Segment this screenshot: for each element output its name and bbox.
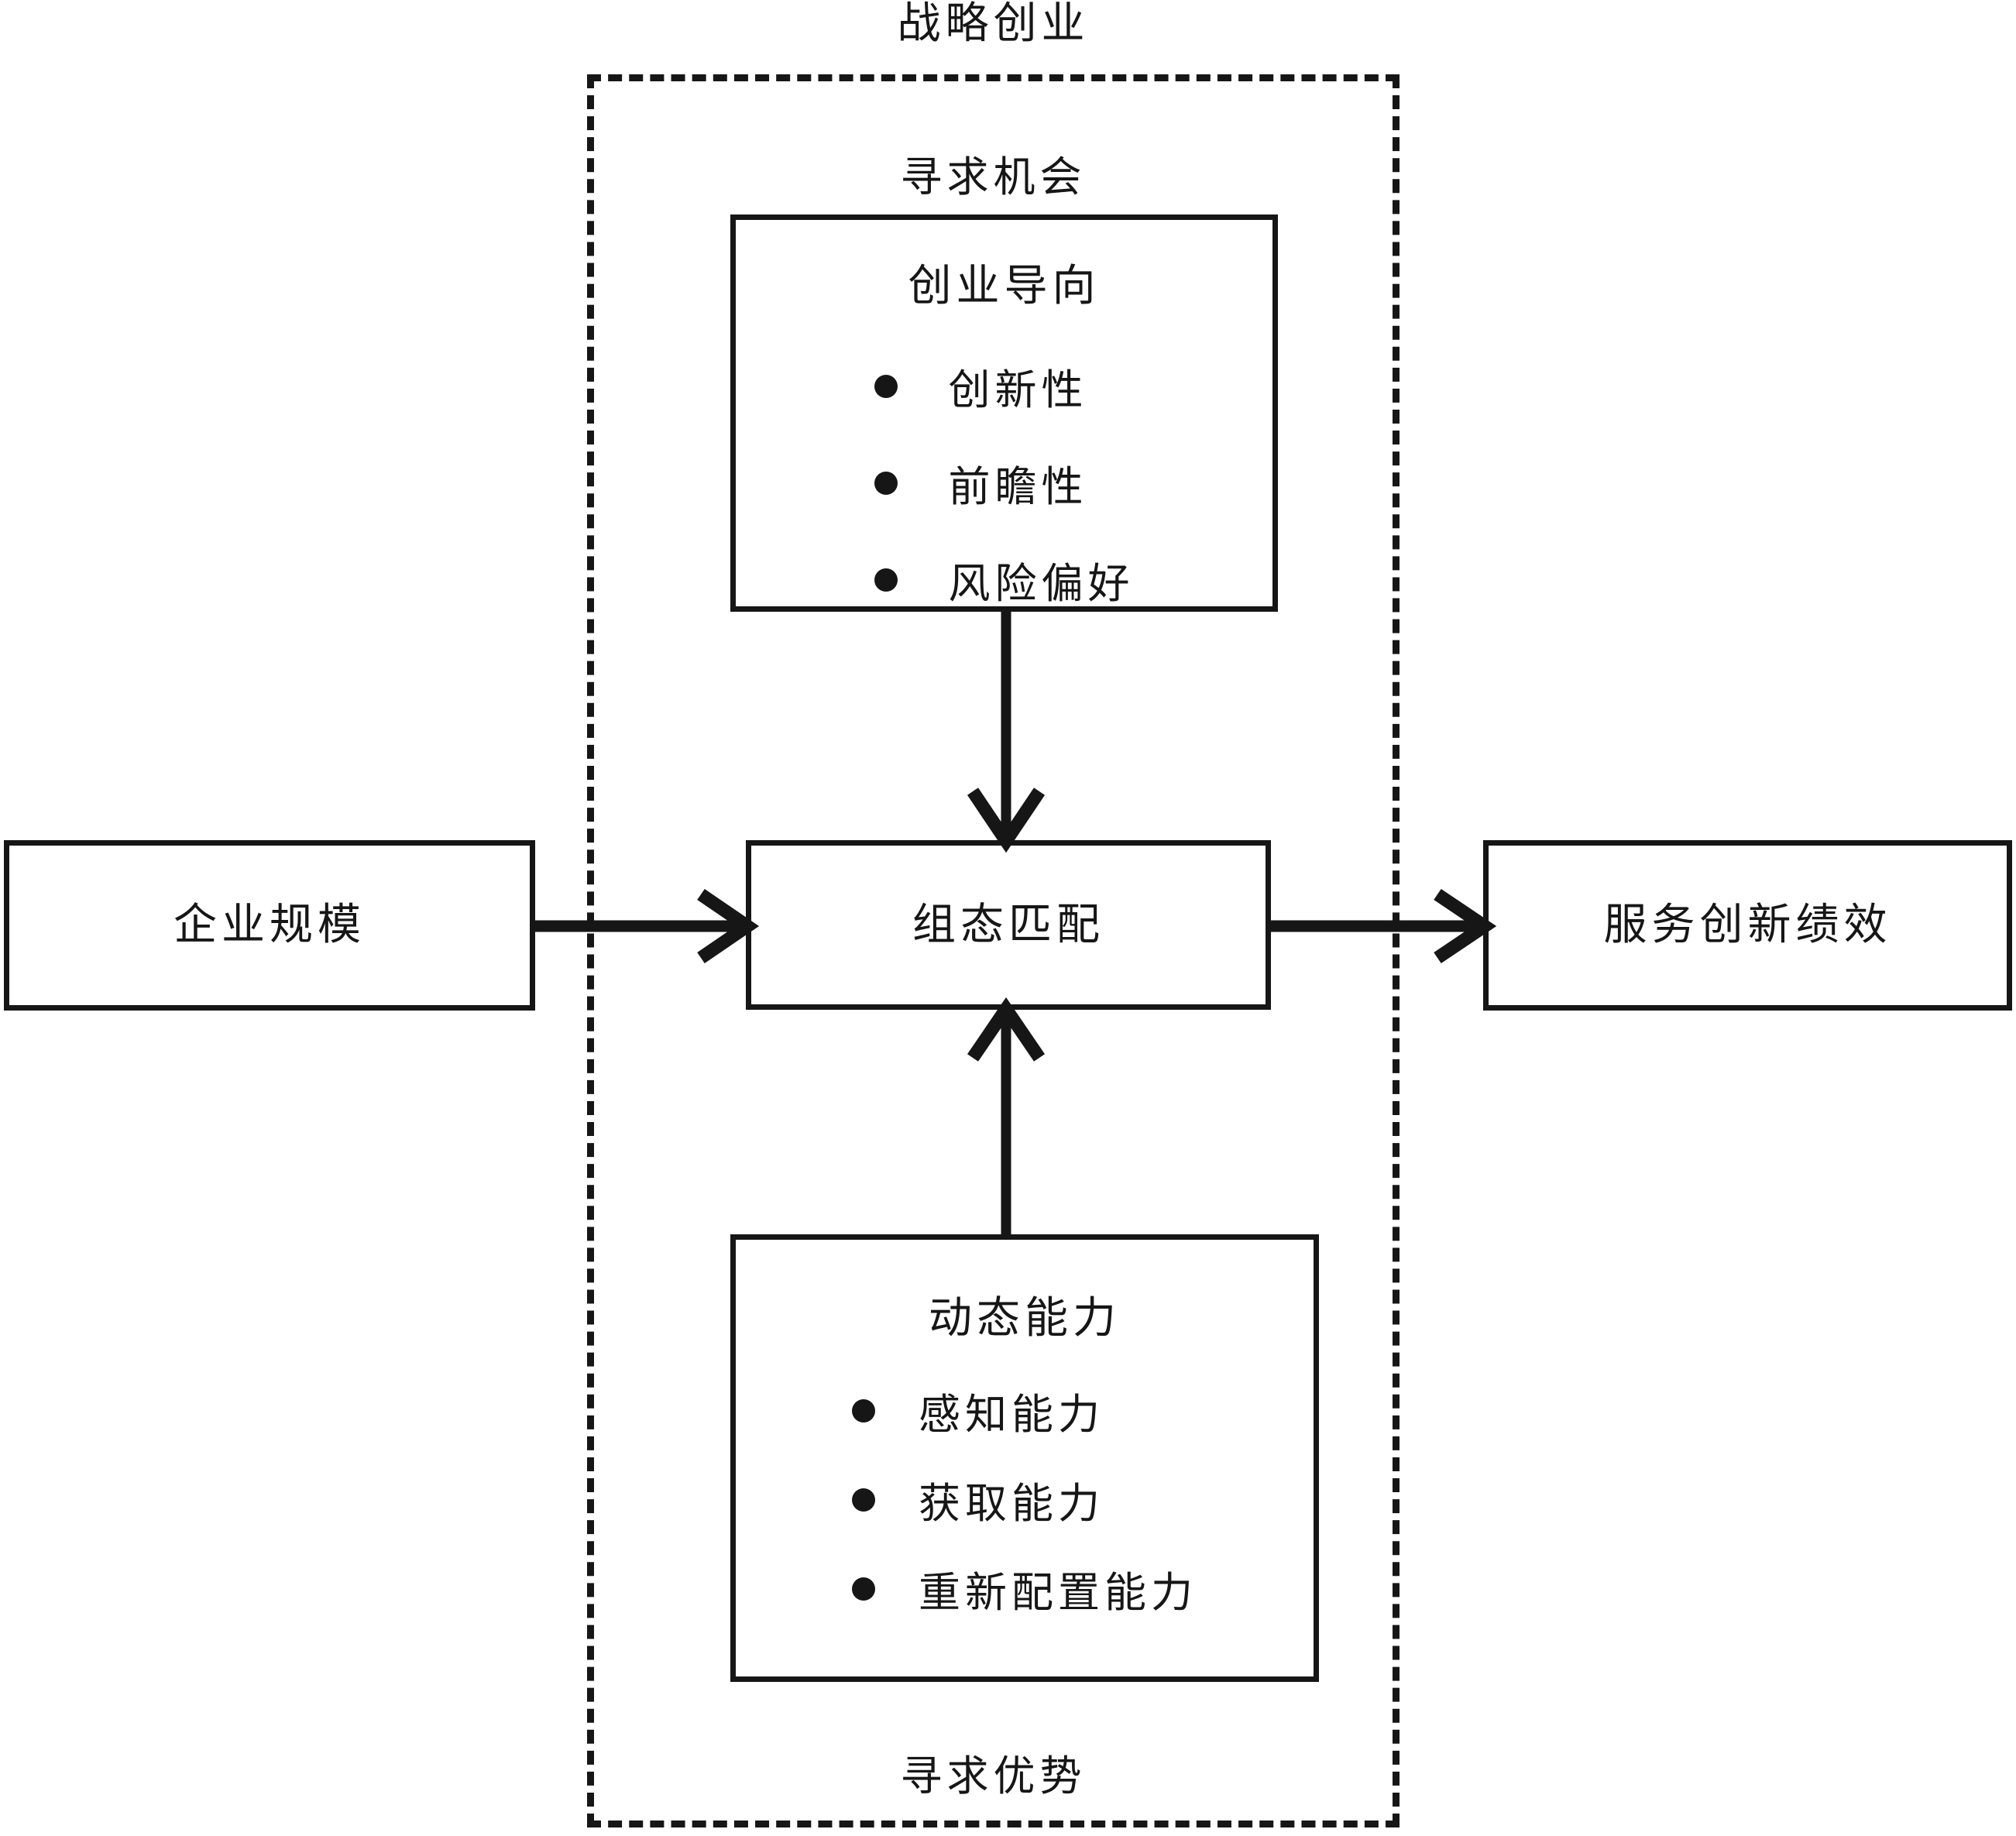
bullet-icon [874,471,898,495]
list-item-label: 获取能力 [919,1481,1104,1527]
node-firm-size[interactable]: 企业规模 [4,840,535,1011]
bullet-icon [852,1398,875,1422]
dynamic-capability-list: 感知能力 获取能力 重新配置能力 [852,1380,1197,1619]
bullet-icon [852,1577,875,1601]
entrepreneurial-orientation-title: 创业导向 [908,263,1101,311]
seek-advantage-caption: 寻求优势 [900,1752,1087,1800]
seek-opportunity-caption: 寻求机会 [900,153,1087,201]
bullet-icon [852,1488,875,1512]
entrepreneurial-orientation-list: 创新性 前瞻性 风险偏好 [874,355,1135,610]
node-entrepreneurial-orientation[interactable]: 创业导向 创新性 前瞻性 风险偏好 [730,214,1278,612]
configurational-match-label: 组态匹配 [912,901,1104,949]
list-item: 获取能力 [852,1469,1197,1530]
diagram-title: 战略创业 [897,0,1090,48]
node-configurational-match[interactable]: 组态匹配 [746,840,1271,1010]
node-dynamic-capability[interactable]: 动态能力 感知能力 获取能力 重新配置能力 [730,1234,1319,1682]
dynamic-capability-title: 动态能力 [929,1295,1121,1343]
bullet-icon [874,568,898,592]
strategic-entrepreneurship-boundary [587,74,1400,1827]
list-item: 前瞻性 [874,452,1135,513]
list-item-label: 感知能力 [919,1392,1104,1438]
list-item: 重新配置能力 [852,1558,1197,1619]
firm-size-label: 企业规模 [173,901,366,949]
service-innovation-performance-label: 服务创新绩效 [1603,901,1892,949]
bullet-icon [874,374,898,398]
list-item: 创新性 [874,355,1135,417]
list-item-label: 重新配置能力 [919,1570,1197,1616]
list-item-label: 创新性 [948,367,1088,414]
node-service-innovation-performance[interactable]: 服务创新绩效 [1483,840,2012,1011]
list-item-label: 前瞻性 [948,464,1088,510]
list-item: 风险偏好 [874,549,1135,610]
list-item: 感知能力 [852,1380,1197,1441]
list-item-label: 风险偏好 [948,561,1135,607]
